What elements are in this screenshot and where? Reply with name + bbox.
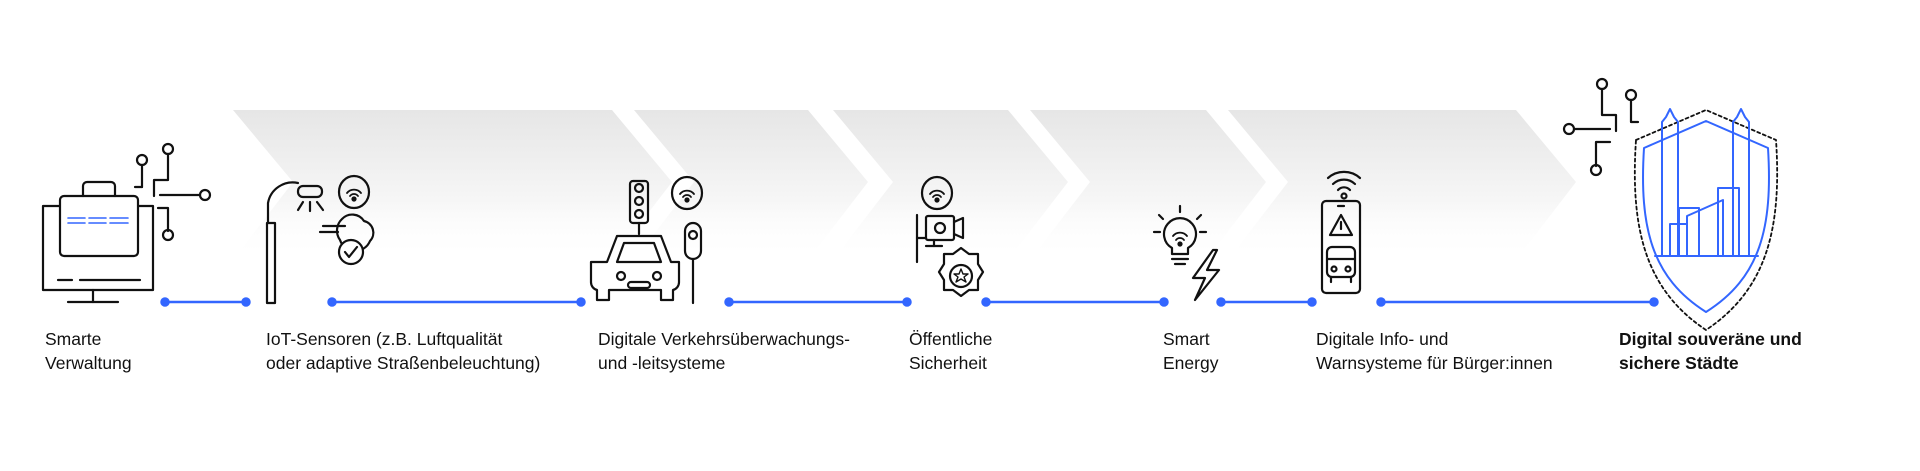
chevron-4 [1030, 110, 1266, 260]
connector-5 [1216, 297, 1317, 307]
camera-police-badge-icon [915, 175, 985, 298]
label-line: Digitale Info- und [1316, 329, 1449, 349]
connector-3 [724, 297, 912, 307]
label-line: Smarte [45, 329, 102, 349]
label-line: und -leitsysteme [598, 353, 726, 373]
connector-2 [327, 297, 586, 307]
label-line: IoT-Sensoren (z.B. Luftqualität [266, 329, 503, 349]
label-line: Energy [1163, 353, 1219, 373]
label-line: Smart [1163, 329, 1210, 349]
traffic-car-icon [589, 175, 704, 305]
streetlight-sensor-icon [265, 174, 375, 305]
connector-lines [160, 297, 1659, 307]
label-line: Digital souveräne und [1619, 329, 1802, 349]
shield-city-icon [1562, 77, 1779, 331]
chevron-5 [1228, 110, 1576, 260]
step-label-verkehr: Digitale Verkehrsüberwachungs-und -leits… [598, 327, 850, 375]
label-line: sichere Städte [1619, 353, 1739, 373]
step-label-sichere-staedte: Digital souveräne und sichere Städte [1619, 327, 1802, 375]
label-line: oder adaptive Straßenbeleuchtung) [266, 353, 541, 373]
step-label-iot-sensoren: IoT-Sensoren (z.B. Luftqualität oder adap… [266, 327, 540, 375]
chevron-band [233, 110, 1576, 260]
bulb-lightning-icon [1152, 204, 1221, 302]
label-line: Verwaltung [45, 353, 132, 373]
computer-briefcase-icon [41, 142, 212, 304]
connector-1 [160, 297, 251, 307]
label-line: Sicherheit [909, 353, 987, 373]
connector-6 [1376, 297, 1659, 307]
chevron-1 [233, 110, 672, 260]
label-line: Digitale Verkehrsüberwachungs- [598, 329, 850, 349]
label-line: Warnsysteme für Bürger:innen [1316, 353, 1553, 373]
label-line: Öffentliche [909, 329, 993, 349]
phone-warning-bus-icon [1320, 170, 1362, 295]
connector-4 [981, 297, 1169, 307]
